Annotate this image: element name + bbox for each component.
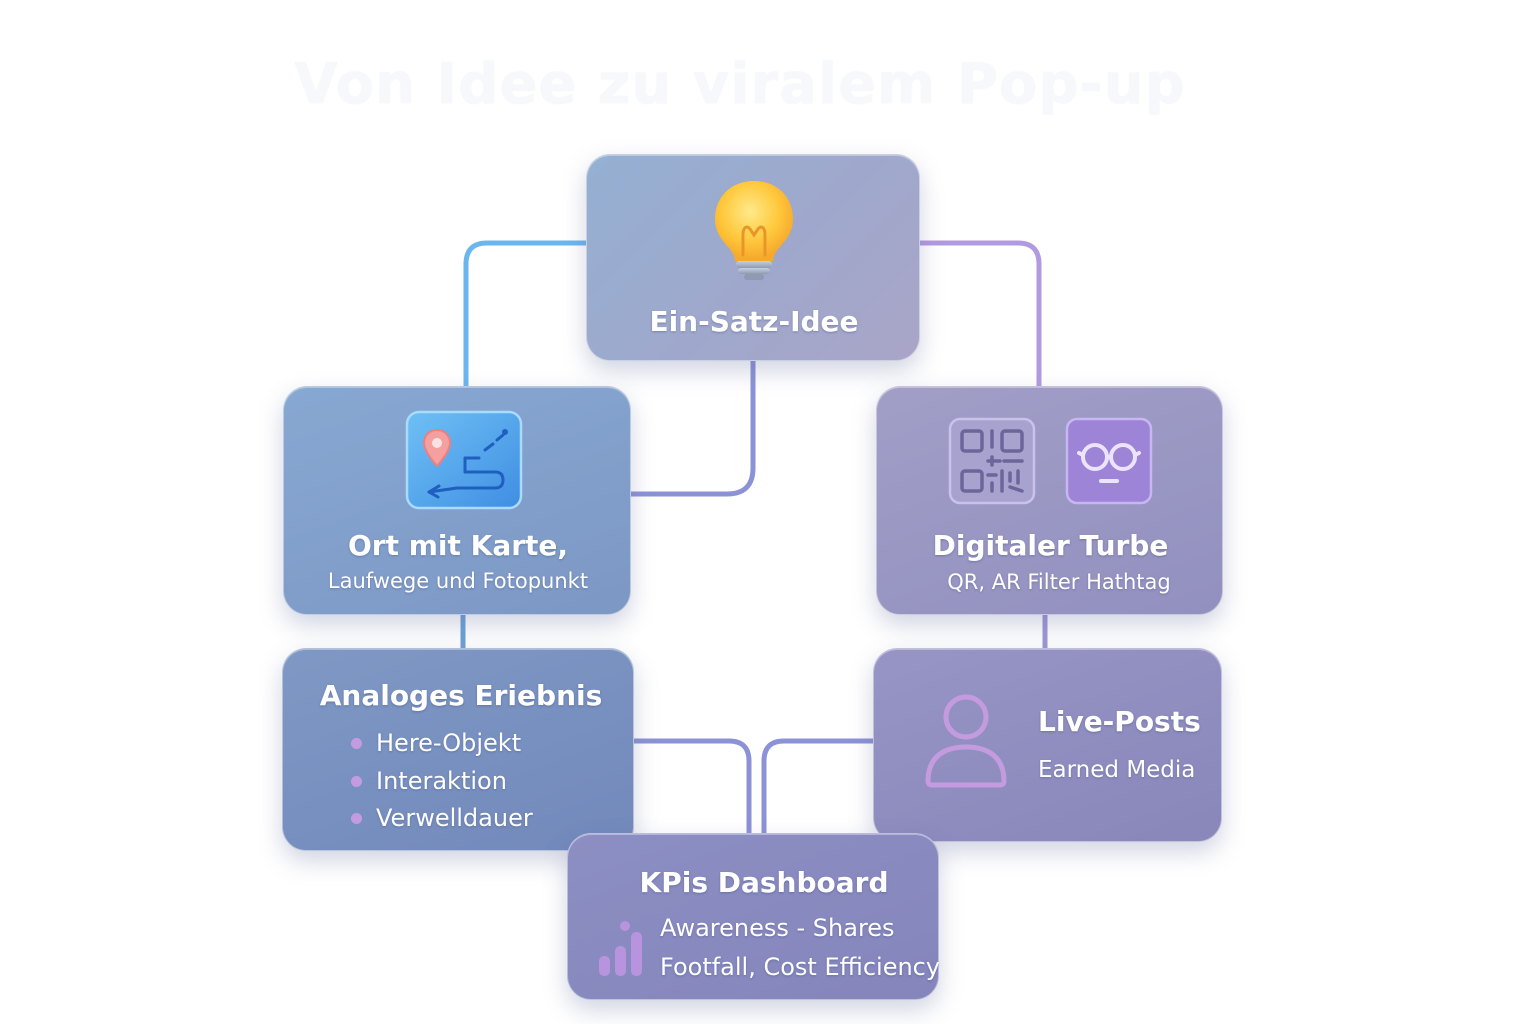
bar-chart-icon — [599, 921, 642, 976]
analog-label: Analoges Eriebnis — [319, 679, 603, 712]
ar-glasses-icon — [1065, 417, 1153, 505]
live-label: Live-Posts — [1038, 705, 1201, 738]
kpi-line-2: Footfall, Cost Efficiency — [660, 953, 941, 981]
connector-analog-to-kpi — [631, 738, 752, 836]
live-sublabel: Earned Media — [1038, 757, 1196, 783]
analog-list-item: Here-Objekt — [351, 729, 521, 757]
digital-label: Digitaler Turbe — [932, 529, 1169, 562]
kpi-label: KPis Dashboard — [639, 866, 889, 899]
idea-label: Ein-Satz-Idee — [649, 305, 859, 338]
connector-idea-to-location — [463, 240, 589, 389]
map-route-icon — [405, 410, 523, 510]
connector-idea-to-location-mid — [628, 358, 756, 497]
kpi-card: KPis Dashboard Awareness - Shares Footfa… — [567, 833, 941, 1000]
lightbulb-icon — [715, 181, 793, 280]
bullet-dot — [351, 812, 362, 824]
digital-sublabel: QR, AR Filter Hathtag — [947, 570, 1171, 594]
analog-list-item: Verwelldauer — [351, 804, 533, 832]
location-card: Ort mit Karte, Laufwege und Fotopunkt — [283, 386, 631, 615]
connector-idea-to-digital — [917, 240, 1042, 389]
page-title: Von Idee zu viralem Pop-up — [294, 52, 1186, 117]
location-sublabel: Laufwege und Fotopunkt — [327, 569, 589, 593]
digital-card: Digitaler Turbe QR, AR Filter Hathtag — [876, 386, 1223, 615]
user-icon — [925, 694, 1007, 788]
analog-item-label: Verwelldauer — [376, 804, 533, 832]
analog-item-label: Here-Objekt — [376, 729, 522, 757]
location-label: Ort mit Karte, — [347, 529, 569, 562]
qr-code-icon — [948, 417, 1036, 505]
analog-card: Analoges Eriebnis Here-Objekt Interaktio… — [282, 648, 634, 851]
idea-card: Ein-Satz-Idee — [586, 154, 920, 361]
kpi-line-1: Awareness - Shares — [660, 914, 895, 942]
analog-item-label: Interaktion — [376, 767, 507, 795]
bullet-dot — [351, 737, 362, 749]
analog-list-item: Interaktion — [351, 767, 507, 795]
live-card: Live-Posts Earned Media — [873, 648, 1222, 842]
bullet-dot — [351, 775, 362, 787]
connector-live-to-kpi — [761, 738, 876, 836]
